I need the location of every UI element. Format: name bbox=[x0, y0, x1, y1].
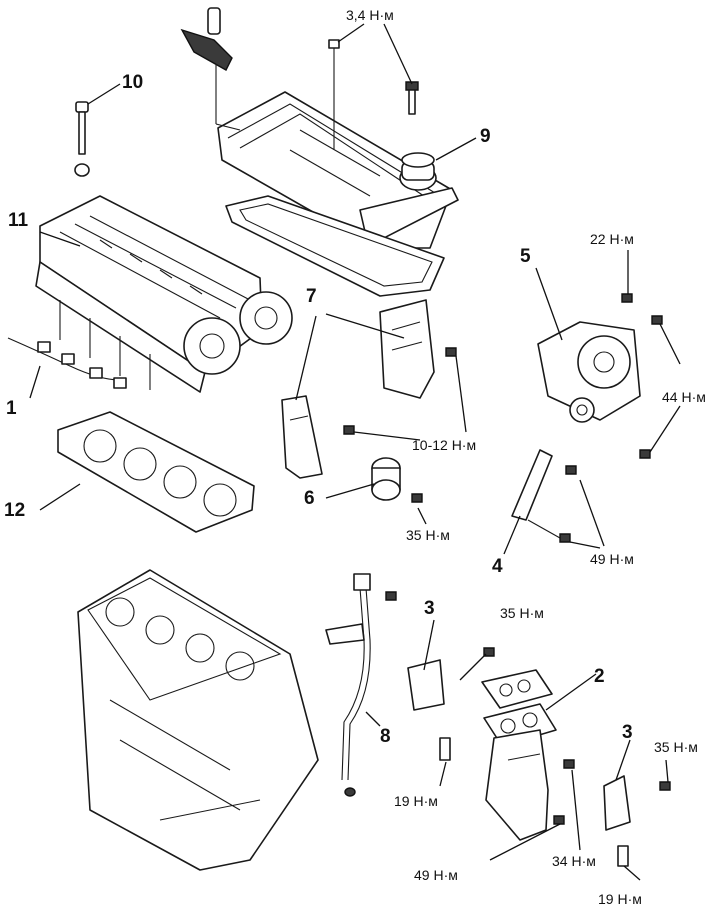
callout-3-left: 3 bbox=[424, 598, 435, 619]
cylinder-head bbox=[36, 196, 292, 392]
torque-pump-top: 22 Н·м bbox=[590, 231, 634, 247]
callout-1: 1 bbox=[6, 398, 17, 419]
callout-11: 11 bbox=[8, 210, 29, 231]
callout-10: 10 bbox=[122, 72, 143, 93]
bracket-3-right bbox=[604, 776, 670, 866]
water-pump bbox=[538, 294, 662, 458]
callout-9: 9 bbox=[480, 126, 491, 147]
valve-cover-gasket bbox=[226, 196, 444, 296]
torque-elbow: 49 Н·м bbox=[414, 867, 458, 883]
exhaust-elbow bbox=[486, 730, 574, 840]
callout-5: 5 bbox=[520, 246, 531, 267]
timing-cover-lower bbox=[282, 396, 322, 478]
exhaust-gasket-2 bbox=[482, 670, 556, 746]
torque-bracket-3-top: 35 Н·м bbox=[500, 605, 544, 621]
timing-cover-upper bbox=[380, 300, 434, 398]
wiring-harness bbox=[8, 338, 126, 388]
callout-6: 6 bbox=[304, 488, 315, 509]
bracket-4 bbox=[512, 450, 576, 542]
torque-nut: 34 Н·м bbox=[552, 853, 596, 869]
callout-2: 2 bbox=[594, 666, 605, 687]
torque-bracket-3-bottom: 19 Н·м bbox=[394, 793, 438, 809]
valve-cover bbox=[218, 92, 458, 248]
leader-lines bbox=[30, 24, 680, 880]
cover-bolt-a bbox=[446, 348, 456, 356]
bracket-3-left bbox=[408, 648, 494, 760]
torque-labels: 3,4 Н·м 22 Н·м 44 Н·м 10-12 Н·м 35 Н·м 4… bbox=[346, 7, 706, 907]
sensor-connector bbox=[182, 8, 240, 130]
torque-bracket-3b-bottom: 19 Н·м bbox=[598, 891, 642, 907]
torque-mount: 35 Н·м bbox=[406, 527, 450, 543]
valve-cover-bolt-right bbox=[406, 82, 418, 114]
valve-cover-bolt-top bbox=[329, 40, 339, 150]
callout-7: 7 bbox=[306, 286, 317, 307]
torque-bracket-3b-top: 35 Н·м bbox=[654, 739, 698, 755]
callout-4: 4 bbox=[492, 556, 503, 577]
callout-12: 12 bbox=[4, 500, 25, 521]
dipstick-tube bbox=[326, 574, 396, 796]
cover-bolt-b bbox=[344, 426, 354, 434]
engine-block bbox=[78, 570, 318, 870]
torque-cover-bolts: 10-12 Н·м bbox=[412, 437, 476, 453]
callout-8: 8 bbox=[380, 726, 391, 747]
torque-pump-side: 44 Н·м bbox=[662, 389, 706, 405]
torque-bracket-4: 49 Н·м bbox=[590, 551, 634, 567]
head-bolt bbox=[75, 102, 89, 176]
engine-mount bbox=[372, 458, 422, 502]
head-gasket bbox=[58, 412, 254, 532]
callout-3-right: 3 bbox=[622, 722, 633, 743]
torque-valve-cover: 3,4 Н·м bbox=[346, 7, 394, 23]
callout-labels: 10 11 9 5 7 1 12 6 4 3 2 8 3 bbox=[4, 72, 633, 747]
